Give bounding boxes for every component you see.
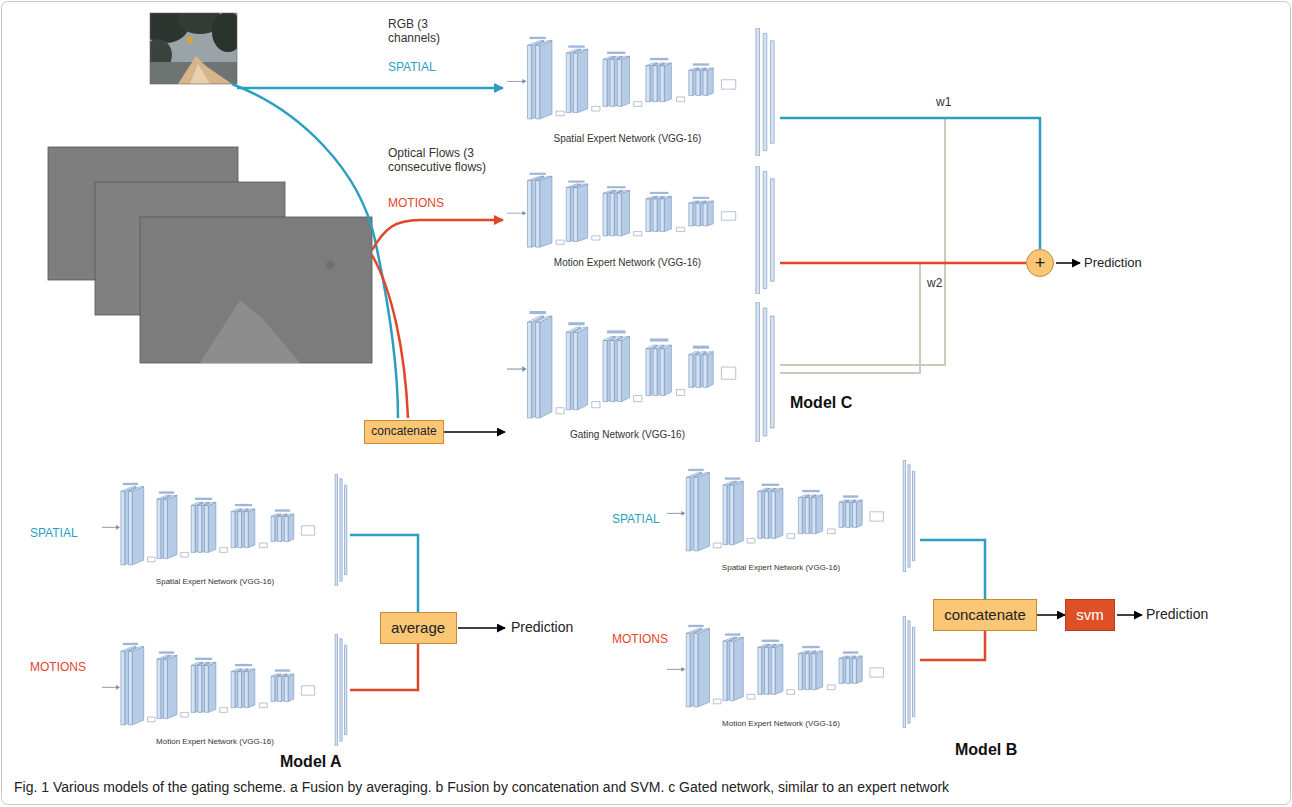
box-text: average [391, 619, 445, 636]
spatial-expert-network: Spatial Expert Network (VGG-16) [100, 476, 350, 588]
connector-line [780, 262, 1026, 265]
stream-label: SPATIAL [388, 60, 436, 74]
fc-layers [903, 616, 915, 728]
vgg-illustration [102, 643, 315, 725]
fc-layers [335, 474, 347, 586]
connector-line [780, 263, 1026, 373]
optical-flow-stack [48, 147, 372, 363]
network-name: Gating Network (VGG-16) [570, 429, 685, 441]
connector-line [350, 535, 418, 612]
fc-layers [903, 460, 915, 572]
network-name: Motion Expert Network (VGG-16) [722, 719, 840, 729]
network-label: Spatial Expert Network (VGG-16) [720, 563, 842, 573]
network-name: Motion Expert Network (VGG-16) [156, 737, 274, 747]
vgg-illustration [667, 469, 884, 551]
motion-input-arrow [372, 220, 503, 250]
fc-layers [756, 28, 774, 156]
output-label: Prediction [511, 619, 573, 636]
weight-label: w2 [926, 276, 943, 290]
figure-caption: Fig. 1 Various models of the gating sche… [14, 778, 1278, 796]
fc-layers [756, 166, 774, 294]
network-label: Gating Network (VGG-16) [568, 429, 687, 441]
gating-network: Gating Network (VGG-16) [505, 300, 780, 442]
network-name: Spatial Expert Network (VGG-16) [156, 577, 274, 587]
network-label: Motion Expert Network (VGG-16) [154, 737, 276, 747]
prediction-arrow [1117, 614, 1142, 616]
connector-line [920, 540, 985, 599]
motion-expert-network: Motion Expert Network (VGG-16) [100, 636, 350, 748]
network-label: Motion Expert Network (VGG-16) [720, 719, 842, 729]
network-label: Spatial Expert Network (VGG-16) [154, 577, 276, 587]
spatial-expert-network: Spatial Expert Network (VGG-16) [505, 30, 780, 146]
stream-label: MOTIONS [388, 196, 444, 210]
rgb-photo [150, 13, 237, 84]
photo-border [150, 13, 237, 84]
spatial-expert-network: Spatial Expert Network (VGG-16) [665, 462, 920, 574]
connector-line [1037, 614, 1065, 616]
model-title: Model A [280, 752, 342, 771]
input-label: Optical Flows (3 consecutive flows) [388, 146, 500, 175]
model-title: Model B [955, 740, 1017, 759]
motion-expert-network: Motion Expert Network (VGG-16) [505, 162, 780, 270]
prediction-arrow [458, 627, 505, 629]
box-text: concatenate [371, 425, 436, 439]
vgg-illustration [507, 173, 736, 247]
spatial-input-arrow [237, 87, 503, 90]
network-name: Spatial Expert Network (VGG-16) [722, 563, 840, 573]
vgg-illustration [507, 37, 736, 119]
concatenate-box: concatenate [364, 420, 444, 444]
output-label: Prediction [1146, 606, 1208, 623]
network-name: Motion Expert Network (VGG-16) [554, 257, 701, 269]
prediction-arrow [1056, 262, 1080, 264]
stream-label: MOTIONS [612, 632, 668, 646]
input-label: RGB (3 channels) [388, 17, 468, 46]
network-label: Spatial Expert Network (VGG-16) [552, 133, 704, 145]
vgg-illustration [667, 625, 884, 707]
motion-expert-network: Motion Expert Network (VGG-16) [665, 618, 920, 730]
connector-line [780, 118, 1040, 365]
stream-label: MOTIONS [30, 660, 86, 674]
weight-label: w1 [935, 95, 952, 109]
concatenate-box: concatenate [933, 599, 1037, 631]
vgg-illustration [507, 311, 736, 418]
connector-line [350, 644, 418, 690]
operator-symbol: + [1035, 254, 1046, 272]
sum-node: + [1026, 249, 1054, 277]
vgg-illustration [102, 483, 315, 565]
model-title: Model C [790, 393, 852, 412]
fc-layers [756, 302, 774, 442]
output-label: Prediction [1084, 255, 1142, 271]
network-name: Spatial Expert Network (VGG-16) [554, 133, 702, 145]
fc-layers [335, 634, 347, 746]
spatial-input-curve [232, 84, 398, 418]
average-box: average [380, 612, 457, 644]
stream-label: SPATIAL [30, 526, 78, 540]
box-text: svm [1076, 606, 1104, 623]
motion-input-curve [372, 255, 408, 418]
stream-label: SPATIAL [612, 512, 660, 526]
connector-line [444, 431, 505, 433]
svm-box: svm [1065, 599, 1115, 631]
box-text: concatenate [944, 606, 1026, 623]
connector-line [920, 631, 985, 660]
connector-line [780, 118, 1040, 249]
network-label: Motion Expert Network (VGG-16) [552, 257, 703, 269]
